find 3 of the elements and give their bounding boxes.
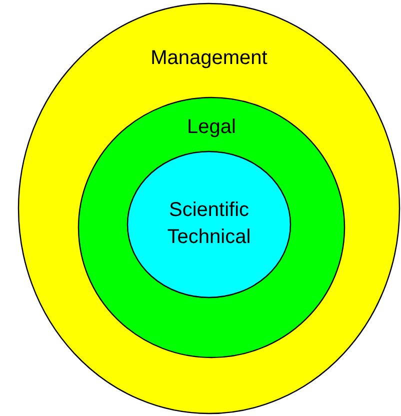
region-label: Management <box>150 46 268 71</box>
region-label: Legal <box>187 115 236 140</box>
region-label: Scientific Technical <box>166 198 252 250</box>
